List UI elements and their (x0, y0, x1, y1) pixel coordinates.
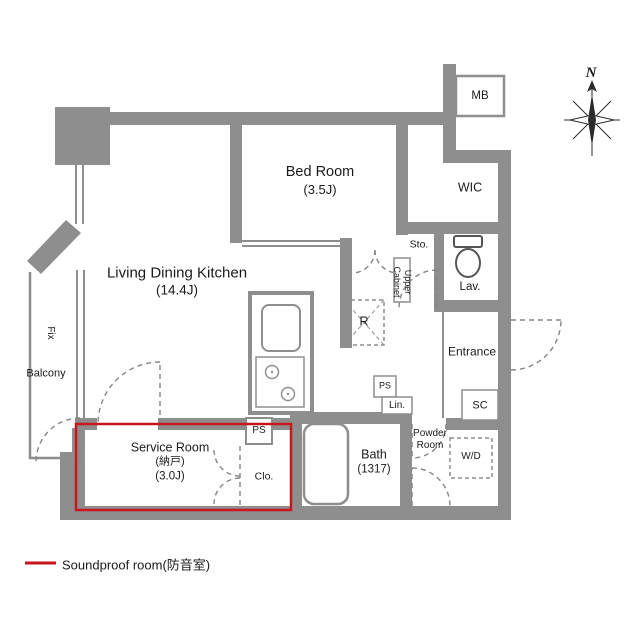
washer-dryer-box (449, 437, 493, 479)
fixtures (245, 74, 506, 506)
legend-soundproof-label: Soundproof room(防音室) (62, 557, 211, 573)
door-arcs (35, 249, 562, 507)
door-arc (374, 249, 399, 274)
door-arc (411, 423, 447, 459)
upper-cabinet-box (393, 257, 411, 303)
label-balcony: Balcony (26, 367, 66, 380)
label-ldk: Living Dining Kitchen (14.4J) (107, 265, 247, 300)
door-arc (213, 449, 241, 477)
label-meter-box: MB (471, 89, 489, 102)
windows-and-rails (28, 164, 444, 460)
ps-service-box (245, 417, 273, 445)
label-bedroom: Bed Room (3.5J) (286, 164, 355, 198)
label-fixed-window: Fix (45, 326, 57, 340)
door-arc (213, 477, 241, 505)
label-wic: WIC (457, 180, 483, 195)
label-service-room: Service Room (納戸) (3.0J) (131, 441, 210, 484)
bath-name: Bath (361, 447, 387, 462)
compass-north-label: N (585, 64, 597, 81)
label-refrigerator: R (359, 314, 369, 329)
label-storage: Sto. (409, 238, 429, 251)
label-shoe-closet: SC (472, 399, 488, 412)
kitchen-stove (255, 356, 305, 408)
bedroom-size: (3.5J) (303, 181, 337, 197)
upper-cabinet-line2: Cabinet (392, 266, 402, 298)
label-linen: Lin. (388, 399, 406, 411)
kitchen-sink (261, 304, 301, 352)
north-arrowhead (587, 80, 597, 92)
label-lavatory: Lav. (459, 280, 481, 293)
label-powder-room: Powder Room (413, 428, 447, 452)
label-bath: Bath (1317) (357, 447, 390, 476)
ldk-size: (14.4J) (155, 282, 199, 298)
toilet-bowl (455, 248, 481, 278)
upper-cabinet-line1: Upper (402, 269, 413, 295)
label-ps-service: PS (252, 424, 266, 436)
label-upper-cabinet: Upper Cabinet (391, 266, 413, 297)
service-room-size: (3.0J) (155, 470, 185, 483)
bathtub (302, 422, 350, 506)
bath-size: (1317) (357, 463, 391, 476)
label-washer-dryer: W/D (461, 450, 481, 462)
powder-line2: Room (416, 440, 444, 451)
door-arc (351, 249, 376, 274)
label-closet: Clo. (254, 470, 274, 483)
label-ps-hall: PS (378, 380, 392, 391)
door-arc (510, 319, 562, 371)
toilet-tank (453, 235, 483, 248)
door-arc (97, 361, 161, 425)
powder-line1: Powder (413, 427, 447, 439)
meter-box (454, 74, 506, 118)
service-room-name: Service Room (130, 440, 210, 455)
compass-icon (564, 80, 620, 156)
soundproof-outline (74, 422, 293, 512)
door-arc (398, 269, 438, 309)
door-arc (411, 467, 451, 507)
label-entrance: Entrance (447, 344, 497, 359)
ldk-name: Living Dining Kitchen (106, 264, 248, 282)
service-room-alt-name: (納戸) (155, 455, 185, 468)
shoe-closet-box (461, 389, 499, 421)
linen-box (381, 396, 413, 415)
bedroom-name: Bed Room (285, 164, 355, 181)
refrigerator-box (343, 299, 385, 346)
